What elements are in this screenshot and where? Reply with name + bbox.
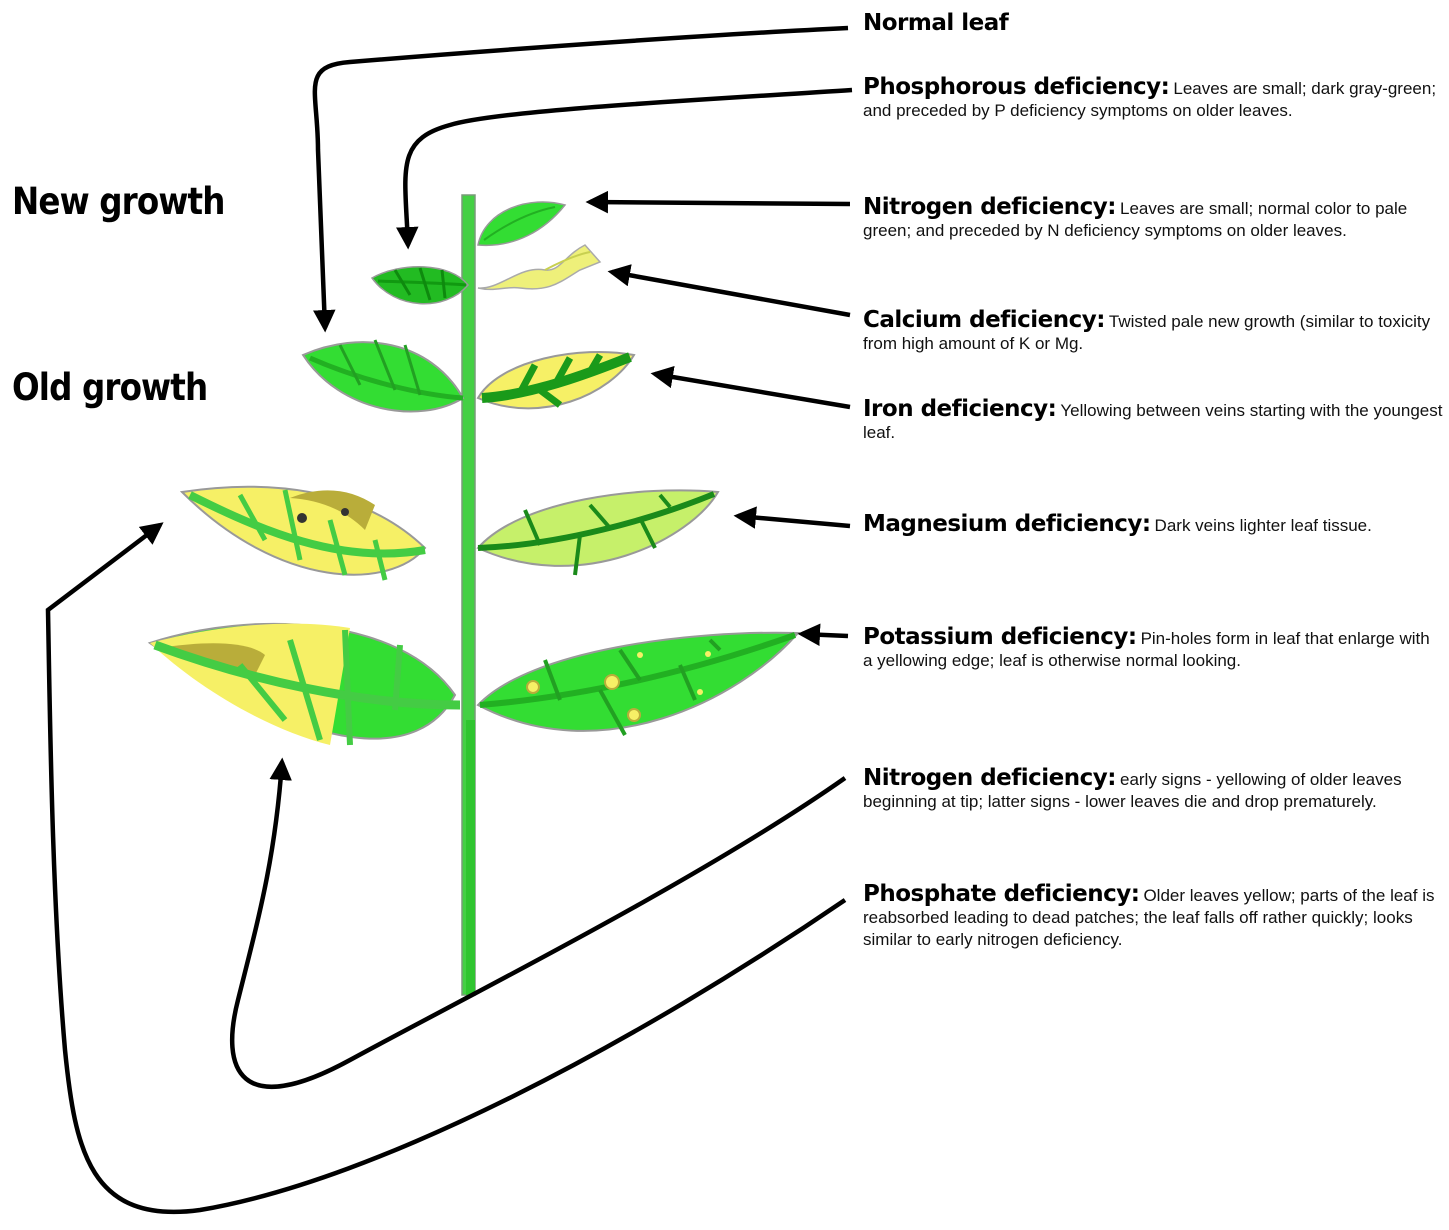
leaf-normal [301,339,465,413]
note-calcium-deficiency: Calcium deficiency:Twisted pale new grow… [863,309,1443,355]
note-nitrogen-deficiency-old: Nitrogen deficiency:early signs - yellow… [863,767,1443,813]
note-nitrogen-deficiency-new: Nitrogen deficiency:Leaves are small; no… [863,196,1443,242]
leaf-calcium [477,244,602,291]
note-title: Potassium deficiency: [863,624,1137,650]
note-title: Phosphate deficiency: [863,881,1140,907]
note-text: Pin-holes form in leaf that enlarge with… [863,629,1430,670]
note-text: Yellowing between veins starting with th… [863,401,1443,442]
note-normal-leaf: Normal leaf [863,12,1443,36]
arrow-calcium [607,264,851,318]
note-title: Nitrogen deficiency: [863,765,1116,791]
arrow-nitrogen-old [229,757,847,1090]
note-phosphate-deficiency: Phosphate deficiency:Older leaves yellow… [863,883,1443,951]
note-title: Magnesium deficiency: [863,511,1151,537]
arrow-magnesium [733,506,851,529]
leaf-phosphorous-new [370,266,469,305]
new-growth-label: New growth [12,180,225,223]
arrow-phosphate [45,522,847,1214]
leaf-phosphate [179,485,427,581]
note-phosphorous-deficiency: Phosphorous deficiency:Leaves are small;… [863,76,1443,122]
note-title: Normal leaf [863,10,1009,36]
note-text: Dark veins lighter leaf tissue. [1154,516,1372,535]
arrow-normal [312,25,849,333]
arrow-phosphorous [396,87,853,250]
note-potassium-deficiency: Potassium deficiency:Pin-holes form in l… [863,626,1443,672]
note-text: early signs - yellowing of older leaves … [863,770,1402,811]
note-title: Nitrogen deficiency: [863,194,1116,220]
arrow-nitrogen-new [585,190,851,214]
arrow-potassium [797,623,849,647]
leaf-iron [476,350,636,410]
note-title: Phosphorous deficiency: [863,74,1170,100]
arrows [45,25,853,1214]
note-iron-deficiency: Iron deficiency:Yellowing between veins … [863,398,1443,444]
leaf-magnesium [476,489,720,576]
leaf-nitrogen-new [477,201,567,247]
note-text: Leaves are small; dark gray-green; and p… [863,79,1437,120]
old-growth-label: Old growth [12,366,208,409]
stem [461,194,476,996]
note-text: Older leaves yellow; parts of the leaf i… [863,886,1435,949]
note-magnesium-deficiency: Magnesium deficiency:Dark veins lighter … [863,513,1443,537]
note-text: Twisted pale new growth (similar to toxi… [863,312,1431,353]
note-title: Calcium deficiency: [863,307,1105,333]
leaf-potassium [476,631,801,736]
note-title: Iron deficiency: [863,396,1057,422]
note-text: Leaves are small; normal color to pale g… [863,199,1408,240]
arrow-iron [650,365,851,410]
leaf-nitrogen-old [147,622,461,746]
